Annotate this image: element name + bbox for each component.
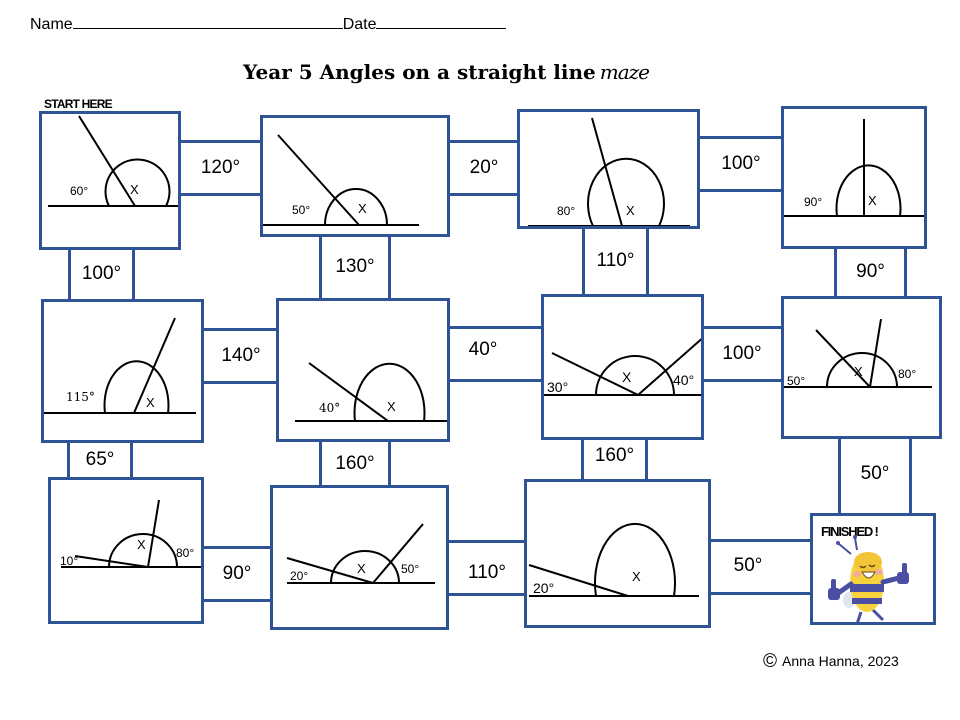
name-field[interactable] bbox=[72, 12, 343, 29]
connector-r3-2[interactable]: 110° bbox=[446, 540, 528, 596]
angle-box-r1c3[interactable]: 80° X bbox=[517, 109, 700, 229]
connector-v1-3[interactable]: 110° bbox=[582, 226, 649, 296]
connector-r2-2[interactable]: 40° bbox=[446, 326, 544, 382]
bee-thumbs-up-icon bbox=[828, 535, 909, 622]
known-angle-label: 40° bbox=[319, 401, 341, 415]
connector-r1-2[interactable]: 20° bbox=[448, 140, 520, 196]
connector-v2-3[interactable]: 160° bbox=[581, 438, 648, 482]
angle-box-r1c1[interactable]: 60° X bbox=[39, 111, 181, 250]
unknown-angle-x: X bbox=[137, 537, 146, 552]
unknown-angle-x: X bbox=[358, 201, 367, 216]
copyright: © Anna Hanna, 2023 bbox=[763, 651, 899, 673]
angle-box-r3c3[interactable]: 20° X bbox=[524, 479, 711, 628]
angle-diagram bbox=[295, 362, 447, 422]
name-label: Name bbox=[30, 16, 73, 33]
unknown-angle-x: X bbox=[130, 182, 139, 197]
known-angle-label: 60° bbox=[70, 184, 89, 198]
angle-box-r3c2[interactable]: 20° 50° X bbox=[270, 485, 449, 630]
known-angle-label: 115° bbox=[66, 390, 95, 404]
known-angle-label-2: 50° bbox=[401, 562, 420, 576]
connector-r3-3[interactable]: 50° bbox=[708, 539, 812, 595]
unknown-angle-x: X bbox=[632, 569, 641, 584]
known-angle-label: 80° bbox=[557, 204, 576, 218]
angle-diagram bbox=[48, 115, 178, 207]
connector-r1-1[interactable]: 120° bbox=[178, 140, 263, 196]
known-angle-label: 50° bbox=[787, 374, 806, 388]
unknown-angle-x: X bbox=[357, 561, 366, 576]
angle-diagram bbox=[528, 117, 690, 226]
connector-r2-3[interactable]: 100° bbox=[700, 326, 784, 382]
known-angle-label: 30° bbox=[547, 379, 569, 395]
connector-v2-2[interactable]: 160° bbox=[319, 440, 391, 488]
connector-v1-1[interactable]: 100° bbox=[68, 246, 135, 302]
angle-diagram bbox=[544, 338, 701, 396]
date-label: Date bbox=[342, 16, 377, 33]
unknown-angle-x: X bbox=[854, 364, 863, 379]
angle-box-r1c2[interactable]: 50° X bbox=[260, 115, 450, 237]
date-field[interactable] bbox=[376, 12, 507, 29]
unknown-angle-x: X bbox=[626, 203, 635, 218]
known-angle-label: 20° bbox=[533, 580, 555, 596]
title-accent: maze bbox=[599, 60, 650, 84]
angle-box-r2c1[interactable]: 115° X bbox=[41, 299, 204, 443]
known-angle-label: 10° bbox=[60, 554, 79, 568]
connector-v1-4[interactable]: 90° bbox=[834, 246, 907, 298]
angle-box-r2c4[interactable]: 50° 80° X bbox=[781, 296, 942, 439]
start-label: START HERE bbox=[44, 97, 113, 111]
finished-label: FINISHED ! bbox=[821, 524, 879, 539]
angle-box-r3c1[interactable]: 10° 80° X bbox=[48, 477, 204, 624]
known-angle-label: 20° bbox=[290, 569, 309, 583]
angle-box-r2c3[interactable]: 30° 40° X bbox=[541, 294, 704, 440]
unknown-angle-x: X bbox=[387, 399, 396, 414]
title-main: Year 5 Angles on a straight line bbox=[243, 60, 596, 84]
connector-v1-2[interactable]: 130° bbox=[319, 234, 391, 300]
connector-r3-1[interactable]: 90° bbox=[201, 546, 273, 602]
angle-box-r1c4[interactable]: 90° X bbox=[781, 106, 927, 249]
connector-r1-3[interactable]: 100° bbox=[698, 136, 784, 192]
known-angle-label: 50° bbox=[292, 203, 311, 217]
angle-diagram bbox=[784, 119, 924, 217]
known-angle-label-2: 40° bbox=[673, 372, 695, 388]
name-date-header: Name Date bbox=[30, 12, 507, 34]
angle-diagram bbox=[784, 318, 932, 388]
angle-diagram bbox=[263, 134, 419, 226]
connector-v2-1[interactable]: 65° bbox=[67, 440, 133, 480]
unknown-angle-x: X bbox=[868, 193, 877, 208]
angle-diagram bbox=[61, 499, 201, 568]
connector-v2-4[interactable]: 50° bbox=[838, 436, 912, 516]
angle-diagram bbox=[528, 522, 699, 597]
unknown-angle-x: X bbox=[622, 369, 632, 385]
known-angle-label: 90° bbox=[804, 195, 823, 209]
angle-diagram bbox=[44, 317, 196, 414]
copyright-text: Anna Hanna, 2023 bbox=[782, 653, 899, 669]
angle-box-r2c2[interactable]: 40° X bbox=[276, 298, 450, 442]
connector-r2-1[interactable]: 140° bbox=[202, 328, 280, 384]
copyright-icon: © bbox=[763, 651, 777, 672]
known-angle-label-2: 80° bbox=[898, 367, 917, 381]
known-angle-label-2: 80° bbox=[176, 546, 195, 560]
unknown-angle-x: X bbox=[146, 395, 155, 410]
finish-box[interactable]: FINISHED ! bbox=[810, 513, 936, 625]
angle-diagram bbox=[286, 523, 435, 584]
